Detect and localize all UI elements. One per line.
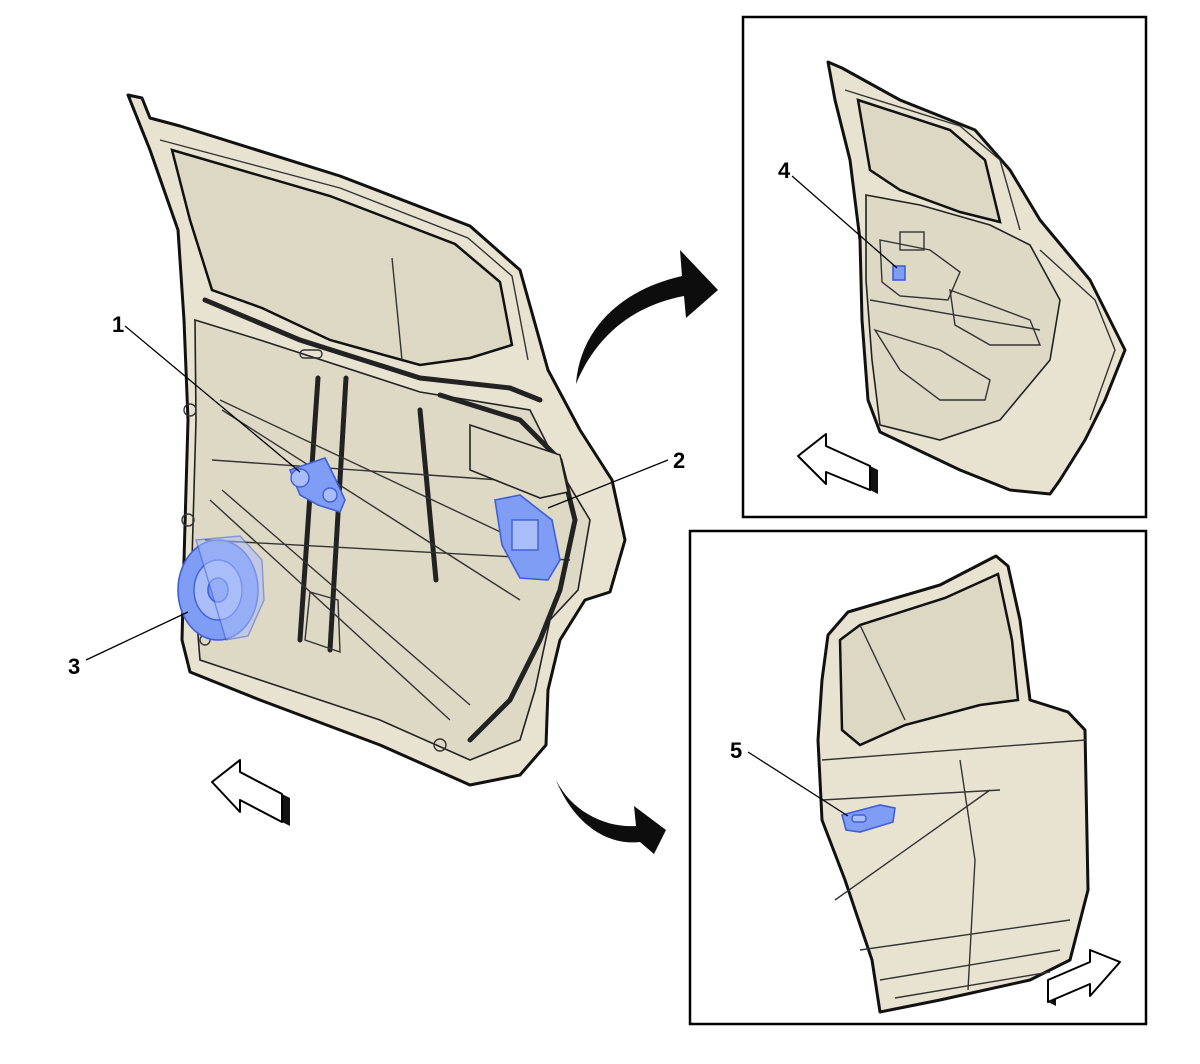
door-lock-actuator (494, 494, 561, 581)
inner-trim-view-frame (741, 15, 1148, 519)
rear-door-exterior-view (816, 554, 1090, 1014)
main-door-glass (170, 148, 514, 367)
window-regulator-motor (288, 457, 346, 513)
callout-5: 5 (730, 738, 742, 763)
callout-2: 2 (673, 448, 685, 473)
trim-view-direction-arrow (797, 433, 878, 494)
exterior-view-direction-arrow (1047, 949, 1121, 1006)
callout-3: 3 (68, 654, 80, 679)
rear-door-trim-view (826, 60, 1127, 496)
curved-arrow-to-inner-view (576, 250, 718, 384)
outer-view-frame (688, 529, 1148, 1026)
curved-arrow-to-outer-view (556, 780, 666, 854)
front-direction-arrow (211, 759, 290, 826)
door-speaker (177, 535, 265, 641)
callout-4: 4 (778, 158, 791, 183)
main-door-inner-view (126, 93, 627, 787)
window-switch (892, 265, 906, 281)
exterior-door-handle (841, 804, 896, 833)
callout-1: 1 (112, 312, 124, 337)
